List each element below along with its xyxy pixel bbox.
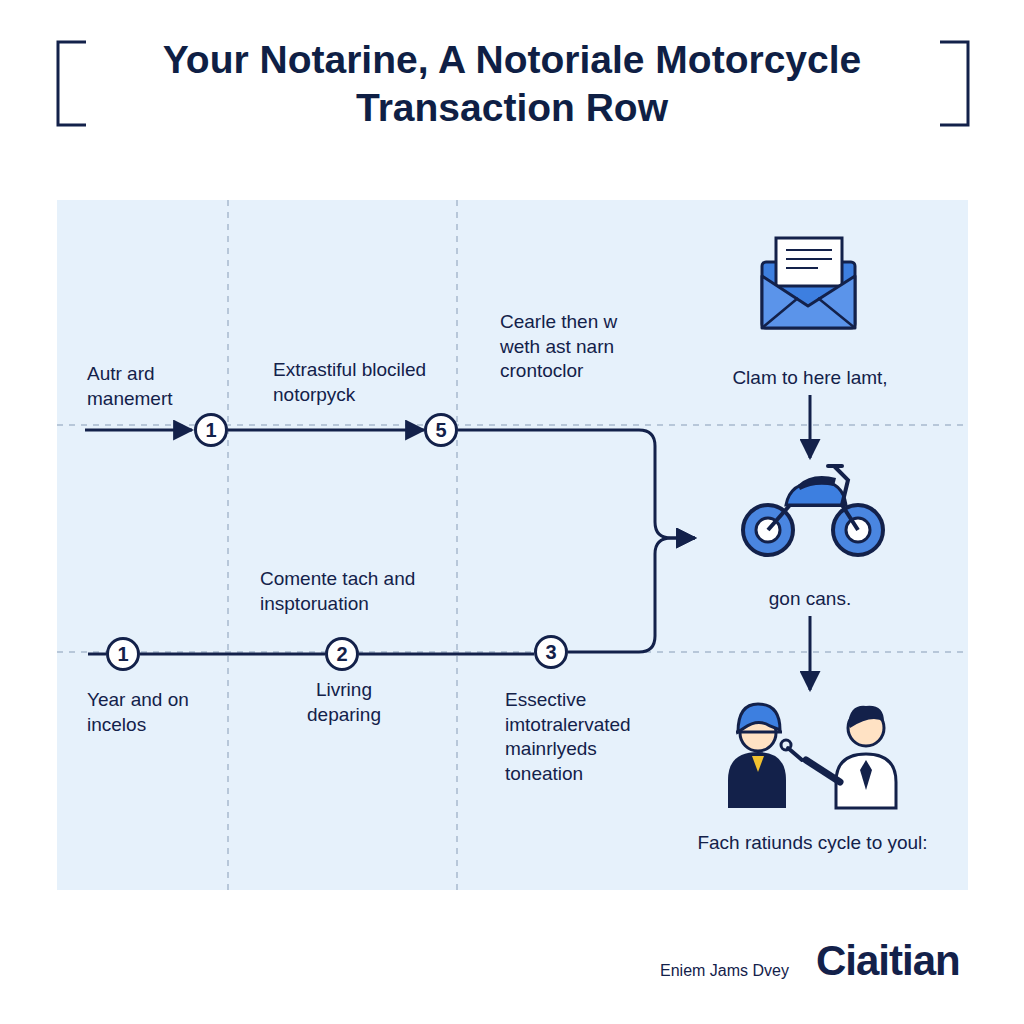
people-icon: [728, 704, 896, 808]
step-label: Cearle then w weth ast narn crontoclor: [500, 310, 648, 384]
step-number: 2: [336, 644, 347, 664]
step-label: Extrastiful blociled notorpyck: [273, 358, 455, 407]
step-number: 1: [117, 644, 128, 664]
step-label: Livring deparing: [288, 678, 400, 727]
flow-connector: [140, 653, 325, 656]
flow-connector: [359, 653, 534, 656]
entry-arrow: [85, 429, 192, 432]
step-number: 3: [545, 642, 556, 662]
panel: [57, 200, 968, 890]
flow-connector: [809, 395, 812, 458]
step-circle: 3: [534, 635, 568, 669]
flow-connector: [228, 429, 424, 432]
envelope-node: Clam to here lamt,: [700, 228, 920, 395]
grid-lines: [57, 200, 968, 890]
icon-caption: Clam to here lamt,: [729, 366, 890, 391]
step-circle: 1: [106, 637, 140, 671]
step-label: Comente tach and insptoruation: [260, 567, 440, 616]
step-circle: 2: [325, 637, 359, 671]
step-label: Autr ard manemert: [87, 362, 212, 411]
step-label: Essective imtotralervated mainrlyeds ton…: [505, 688, 677, 787]
brand-logo: Ciaitian: [816, 936, 1006, 986]
step-circle: 1: [194, 413, 228, 447]
footer-credit: Eniem Jams Dvey: [660, 961, 810, 980]
step-label: Year and on incelos: [87, 688, 212, 737]
entry-line: [88, 653, 106, 656]
diagram-title: Your Notarine, A Notoriale Motorcycle Tr…: [92, 36, 932, 131]
motorcycle-node: gon cans.: [695, 458, 925, 616]
step-number: 5: [435, 420, 446, 440]
icon-caption: gon cans.: [766, 587, 854, 612]
envelope-icon: [762, 238, 855, 328]
people-node: Fach ratiunds cycle to youl:: [675, 690, 950, 860]
title-bracket: [940, 42, 968, 125]
flow-connector: [458, 430, 695, 538]
step-circle: 5: [424, 413, 458, 447]
title-bracket: [58, 42, 86, 125]
motorcycle-icon: [743, 466, 883, 555]
flow-connector: [809, 616, 812, 690]
step-number: 1: [205, 420, 216, 440]
icon-caption: Fach ratiunds cycle to youl:: [694, 831, 930, 856]
flow-connector: [568, 538, 695, 652]
